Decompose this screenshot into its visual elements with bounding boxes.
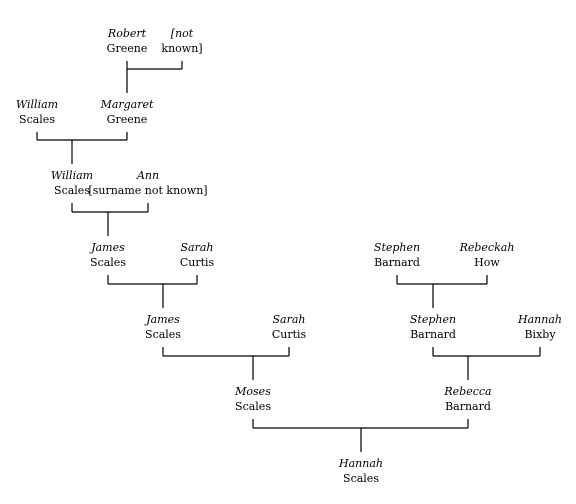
person-surname: Curtis [271,328,307,341]
person-given-name: Ann [136,169,160,182]
person-not-known-1: [not known] [161,26,202,56]
person-given-name: Stephen [409,313,457,326]
person-surname: Scales [90,256,126,269]
person-surname: Scales [19,113,55,126]
person-surname: Curtis [179,256,215,269]
person-given-name: Rebecca [444,385,492,398]
person-surname: [surname not known] [88,184,208,197]
person-surname: Bixby [524,328,556,341]
person-ann: Ann [surname not known] [88,168,207,198]
person-given-name: Hannah [339,457,383,470]
person-surname: Greene [106,113,148,126]
person-surname: Barnard [445,400,491,413]
person-surname: Scales [145,328,181,341]
person-surname: known] [161,42,203,55]
person-given-name: Robert [107,27,147,40]
person-surname: Barnard [410,328,456,341]
person-surname: Scales [54,184,90,197]
person-given-name: William [15,98,59,111]
person-given-name: William [50,169,94,182]
person-surname: Scales [343,472,379,485]
person-given-name: [not [170,27,194,40]
person-given-name: Margaret [100,98,154,111]
person-given-name: James [146,313,180,326]
person-given-name: Sarah [180,241,214,254]
person-surname: How [474,256,500,269]
person-given-name: James [91,241,125,254]
person-surname: Greene [106,42,148,55]
person-given-name: Moses [235,385,271,398]
person-given-name: Rebeckah [459,241,515,254]
person-surname: Barnard [374,256,420,269]
person-given-name: Stephen [373,241,421,254]
person-given-name: Sarah [272,313,306,326]
person-given-name: Hannah [518,313,562,326]
person-surname: Scales [235,400,271,413]
